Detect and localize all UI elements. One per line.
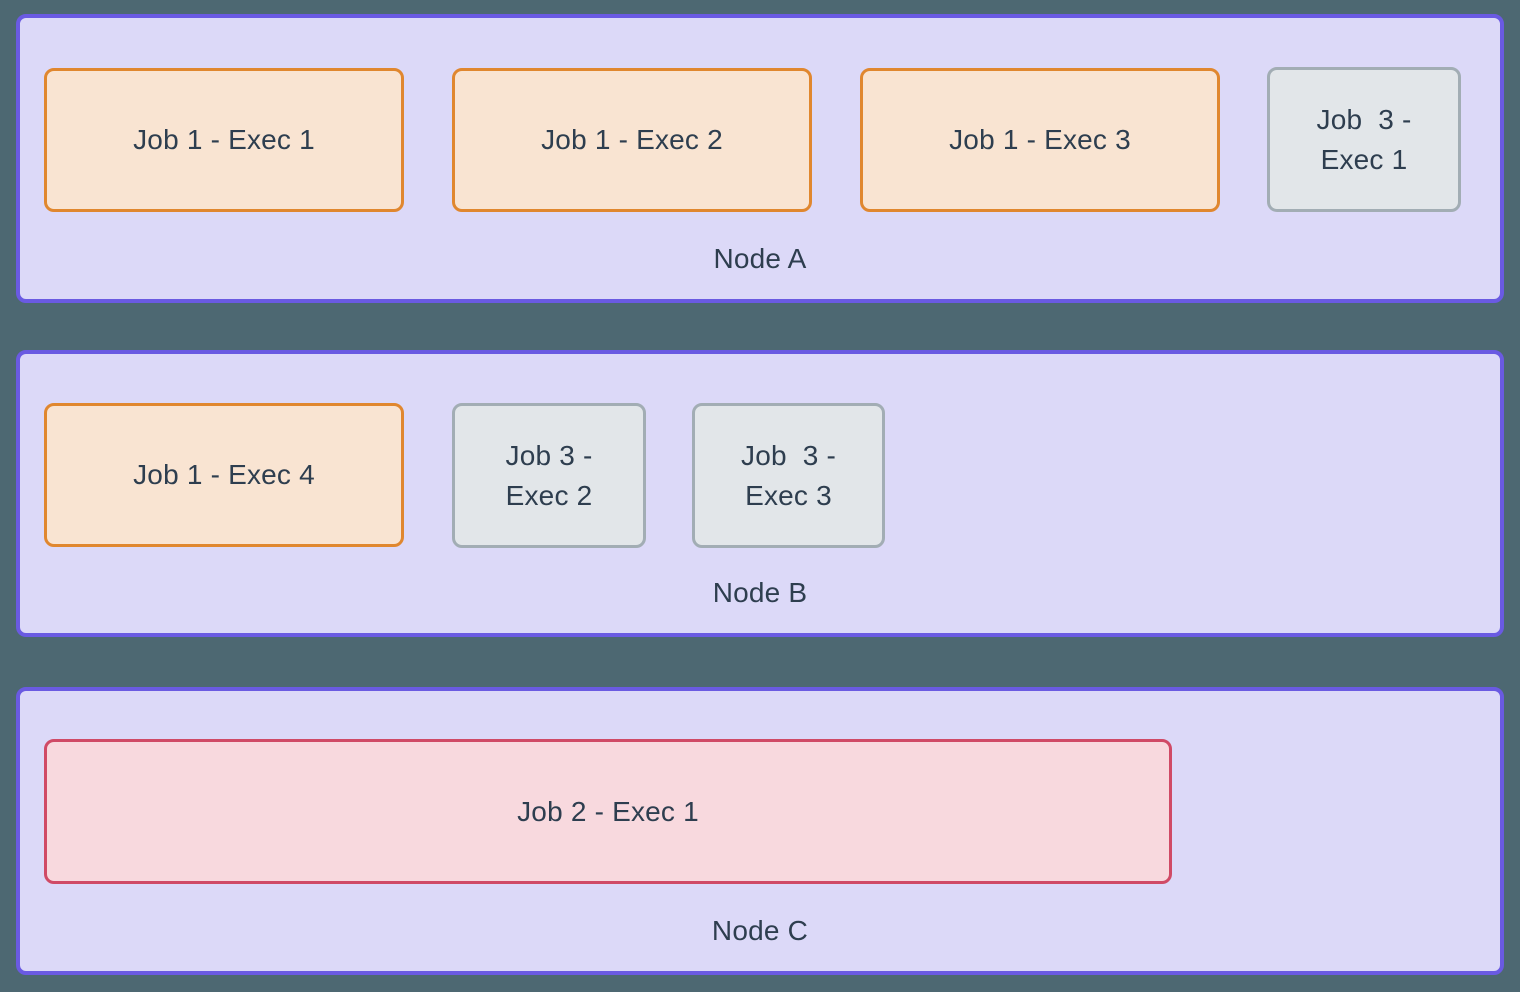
executor-label: Job 3 - Exec 3: [741, 439, 836, 511]
executor-label: Job 2 - Exec 1: [517, 795, 699, 827]
executor-label: Job 3 - Exec 2: [505, 439, 593, 511]
executor-label: Job 1 - Exec 1: [133, 124, 315, 155]
node-a-container: Job 1 - Exec 1 Job 1 - Exec 2 Job 1 - Ex…: [16, 14, 1504, 303]
executor-label: Job 3 - Exec 1: [1316, 103, 1412, 175]
node-b-container: Job 1 - Exec 4 Job 3 - Exec 2 Job 3 - Ex…: [16, 350, 1504, 637]
node-c-label: Node C: [711, 915, 809, 946]
executor-label: Job 1 - Exec 2: [541, 124, 723, 155]
job2-exec1-box: Job 2 - Exec 1: [44, 739, 1172, 884]
job3-exec1-box: Job 3 - Exec 1: [1267, 67, 1461, 212]
job1-exec3-box: Job 1 - Exec 3: [860, 68, 1220, 212]
node-c-container: Job 2 - Exec 1 Node C: [16, 687, 1504, 975]
job1-exec1-box: Job 1 - Exec 1: [44, 68, 404, 212]
executor-label: Job 1 - Exec 4: [133, 459, 315, 490]
job3-exec3-box: Job 3 - Exec 3: [692, 403, 885, 548]
job1-exec2-box: Job 1 - Exec 2: [452, 68, 812, 212]
executor-label: Job 1 - Exec 3: [949, 124, 1131, 155]
node-a-label: Node A: [713, 243, 807, 274]
job1-exec4-box: Job 1 - Exec 4: [44, 403, 404, 547]
job3-exec2-box: Job 3 - Exec 2: [452, 403, 646, 548]
node-b-label: Node B: [712, 577, 808, 608]
